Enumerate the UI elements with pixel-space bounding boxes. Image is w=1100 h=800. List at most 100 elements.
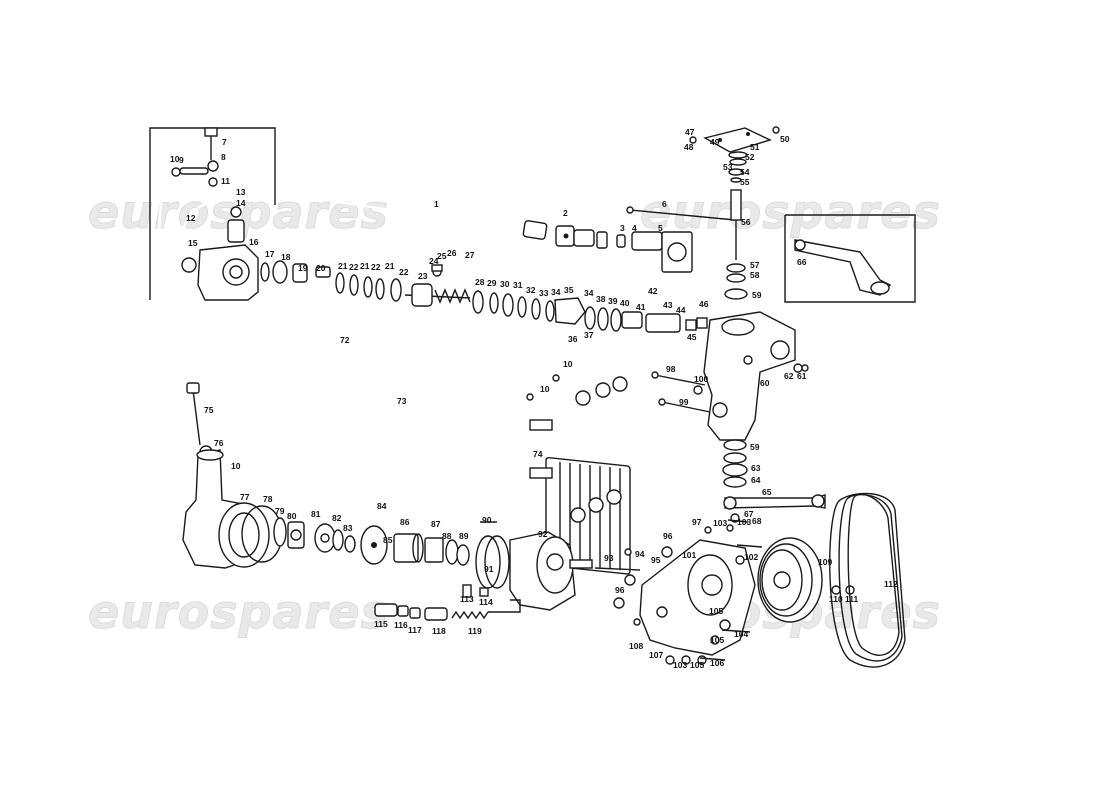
part-label: 103 bbox=[673, 660, 687, 670]
watermark-top-right: eurospares bbox=[640, 185, 941, 239]
part-label: 11 bbox=[221, 176, 230, 186]
part-label: 115 bbox=[374, 619, 388, 629]
top-plate bbox=[689, 126, 780, 153]
part-label: 112 bbox=[884, 579, 898, 589]
part-label: 77 bbox=[240, 492, 250, 502]
watermark-bottom-left: eurospares bbox=[88, 585, 389, 639]
part-label: 54 bbox=[740, 167, 750, 177]
worm-shaft bbox=[404, 264, 471, 307]
part-label: 66 bbox=[797, 257, 807, 267]
part-label: 105 bbox=[710, 635, 724, 645]
part-label: 28 bbox=[475, 277, 485, 287]
part-label: 44 bbox=[676, 305, 686, 315]
vertical-column-stack bbox=[724, 151, 748, 300]
part-label: 55 bbox=[740, 177, 750, 187]
part-label: 48 bbox=[684, 142, 694, 152]
part-label: 96 bbox=[615, 585, 625, 595]
part-label: 84 bbox=[377, 501, 387, 511]
part-label: 43 bbox=[663, 300, 673, 310]
part-label: 64 bbox=[751, 475, 761, 485]
part-label: 103 bbox=[737, 517, 751, 527]
oil-cooler bbox=[526, 374, 631, 575]
part-label: 59 bbox=[750, 442, 760, 452]
part-label: 51 bbox=[750, 142, 760, 152]
part-label: 73 bbox=[397, 396, 407, 406]
part-label: 96 bbox=[663, 531, 673, 541]
part-label: 94 bbox=[635, 549, 645, 559]
inset-frame-right bbox=[784, 214, 916, 303]
part-label: 59 bbox=[752, 290, 762, 300]
universal-joint bbox=[555, 225, 693, 273]
part-label: 10 bbox=[231, 461, 241, 471]
part-label: 118 bbox=[432, 626, 446, 636]
part-label: 53 bbox=[723, 162, 733, 172]
part-label: 3 bbox=[620, 223, 625, 233]
part-label: 65 bbox=[762, 487, 772, 497]
part-label: 52 bbox=[745, 152, 755, 162]
part-label: 113 bbox=[460, 594, 474, 604]
part-label: 34 bbox=[551, 287, 561, 297]
part-label: 72 bbox=[340, 335, 350, 345]
part-label: 49 bbox=[710, 137, 720, 147]
part-label: 22 bbox=[349, 262, 359, 272]
seal-ring-row-2 bbox=[472, 290, 708, 333]
part-label: 62 bbox=[784, 371, 794, 381]
mounting-bracket bbox=[639, 539, 756, 656]
part-label: 24 bbox=[429, 256, 439, 266]
part-label: 61 bbox=[797, 371, 807, 381]
part-label: 22 bbox=[371, 262, 381, 272]
part-label: 45 bbox=[687, 332, 697, 342]
part-label: 5 bbox=[658, 223, 663, 233]
part-label: 47 bbox=[685, 127, 695, 137]
part-label: 25 bbox=[437, 251, 447, 261]
part-label: 21 bbox=[385, 261, 395, 271]
part-label: 97 bbox=[692, 517, 702, 527]
part-label: 12 bbox=[186, 213, 196, 223]
part-label: 7 bbox=[222, 137, 227, 147]
part-label: 9 bbox=[179, 155, 184, 165]
part-label: 88 bbox=[442, 531, 452, 541]
part-label: 50 bbox=[780, 134, 790, 144]
part-label: 19 bbox=[298, 263, 308, 273]
part-label: 79 bbox=[275, 506, 285, 516]
part-label: 111 bbox=[845, 594, 859, 604]
part-label: 78 bbox=[263, 494, 273, 504]
part-label: 105 bbox=[709, 606, 723, 616]
part-label: 8 bbox=[221, 152, 226, 162]
part-label: 18 bbox=[281, 252, 291, 262]
pump-reservoir bbox=[182, 449, 283, 569]
part-label: 107 bbox=[649, 650, 663, 660]
pump-body bbox=[475, 521, 593, 611]
part-label: 58 bbox=[750, 270, 760, 280]
part-label: 39 bbox=[608, 296, 618, 306]
part-label: 13 bbox=[236, 187, 246, 197]
part-label: 4 bbox=[632, 223, 637, 233]
part-label: 119 bbox=[468, 626, 482, 636]
part-label: 93 bbox=[604, 553, 614, 563]
part-label: 26 bbox=[447, 248, 457, 258]
part-label: 104 bbox=[734, 629, 748, 639]
part-label: 40 bbox=[620, 298, 630, 308]
part-label: 101 bbox=[682, 550, 696, 560]
part-label: 90 bbox=[482, 515, 492, 525]
part-label: 106 bbox=[710, 658, 724, 668]
part-label: 116 bbox=[394, 620, 408, 630]
part-label: 87 bbox=[431, 519, 441, 529]
part-label: 60 bbox=[760, 378, 770, 388]
part-label: 82 bbox=[332, 513, 342, 523]
part-label: 10 bbox=[170, 154, 180, 164]
steering-box-left bbox=[181, 206, 259, 301]
part-label: 100 bbox=[694, 374, 708, 384]
part-label: 37 bbox=[584, 330, 594, 340]
part-label: 76 bbox=[214, 438, 224, 448]
part-label: 1 bbox=[434, 199, 439, 209]
part-label: 2 bbox=[563, 208, 568, 218]
part-label: 36 bbox=[568, 334, 578, 344]
part-label: 75 bbox=[204, 405, 214, 415]
bolt-7 bbox=[171, 127, 219, 187]
hose-line-left-outer bbox=[157, 177, 191, 492]
part-label: 74 bbox=[533, 449, 543, 459]
part-label: 27 bbox=[465, 250, 475, 260]
